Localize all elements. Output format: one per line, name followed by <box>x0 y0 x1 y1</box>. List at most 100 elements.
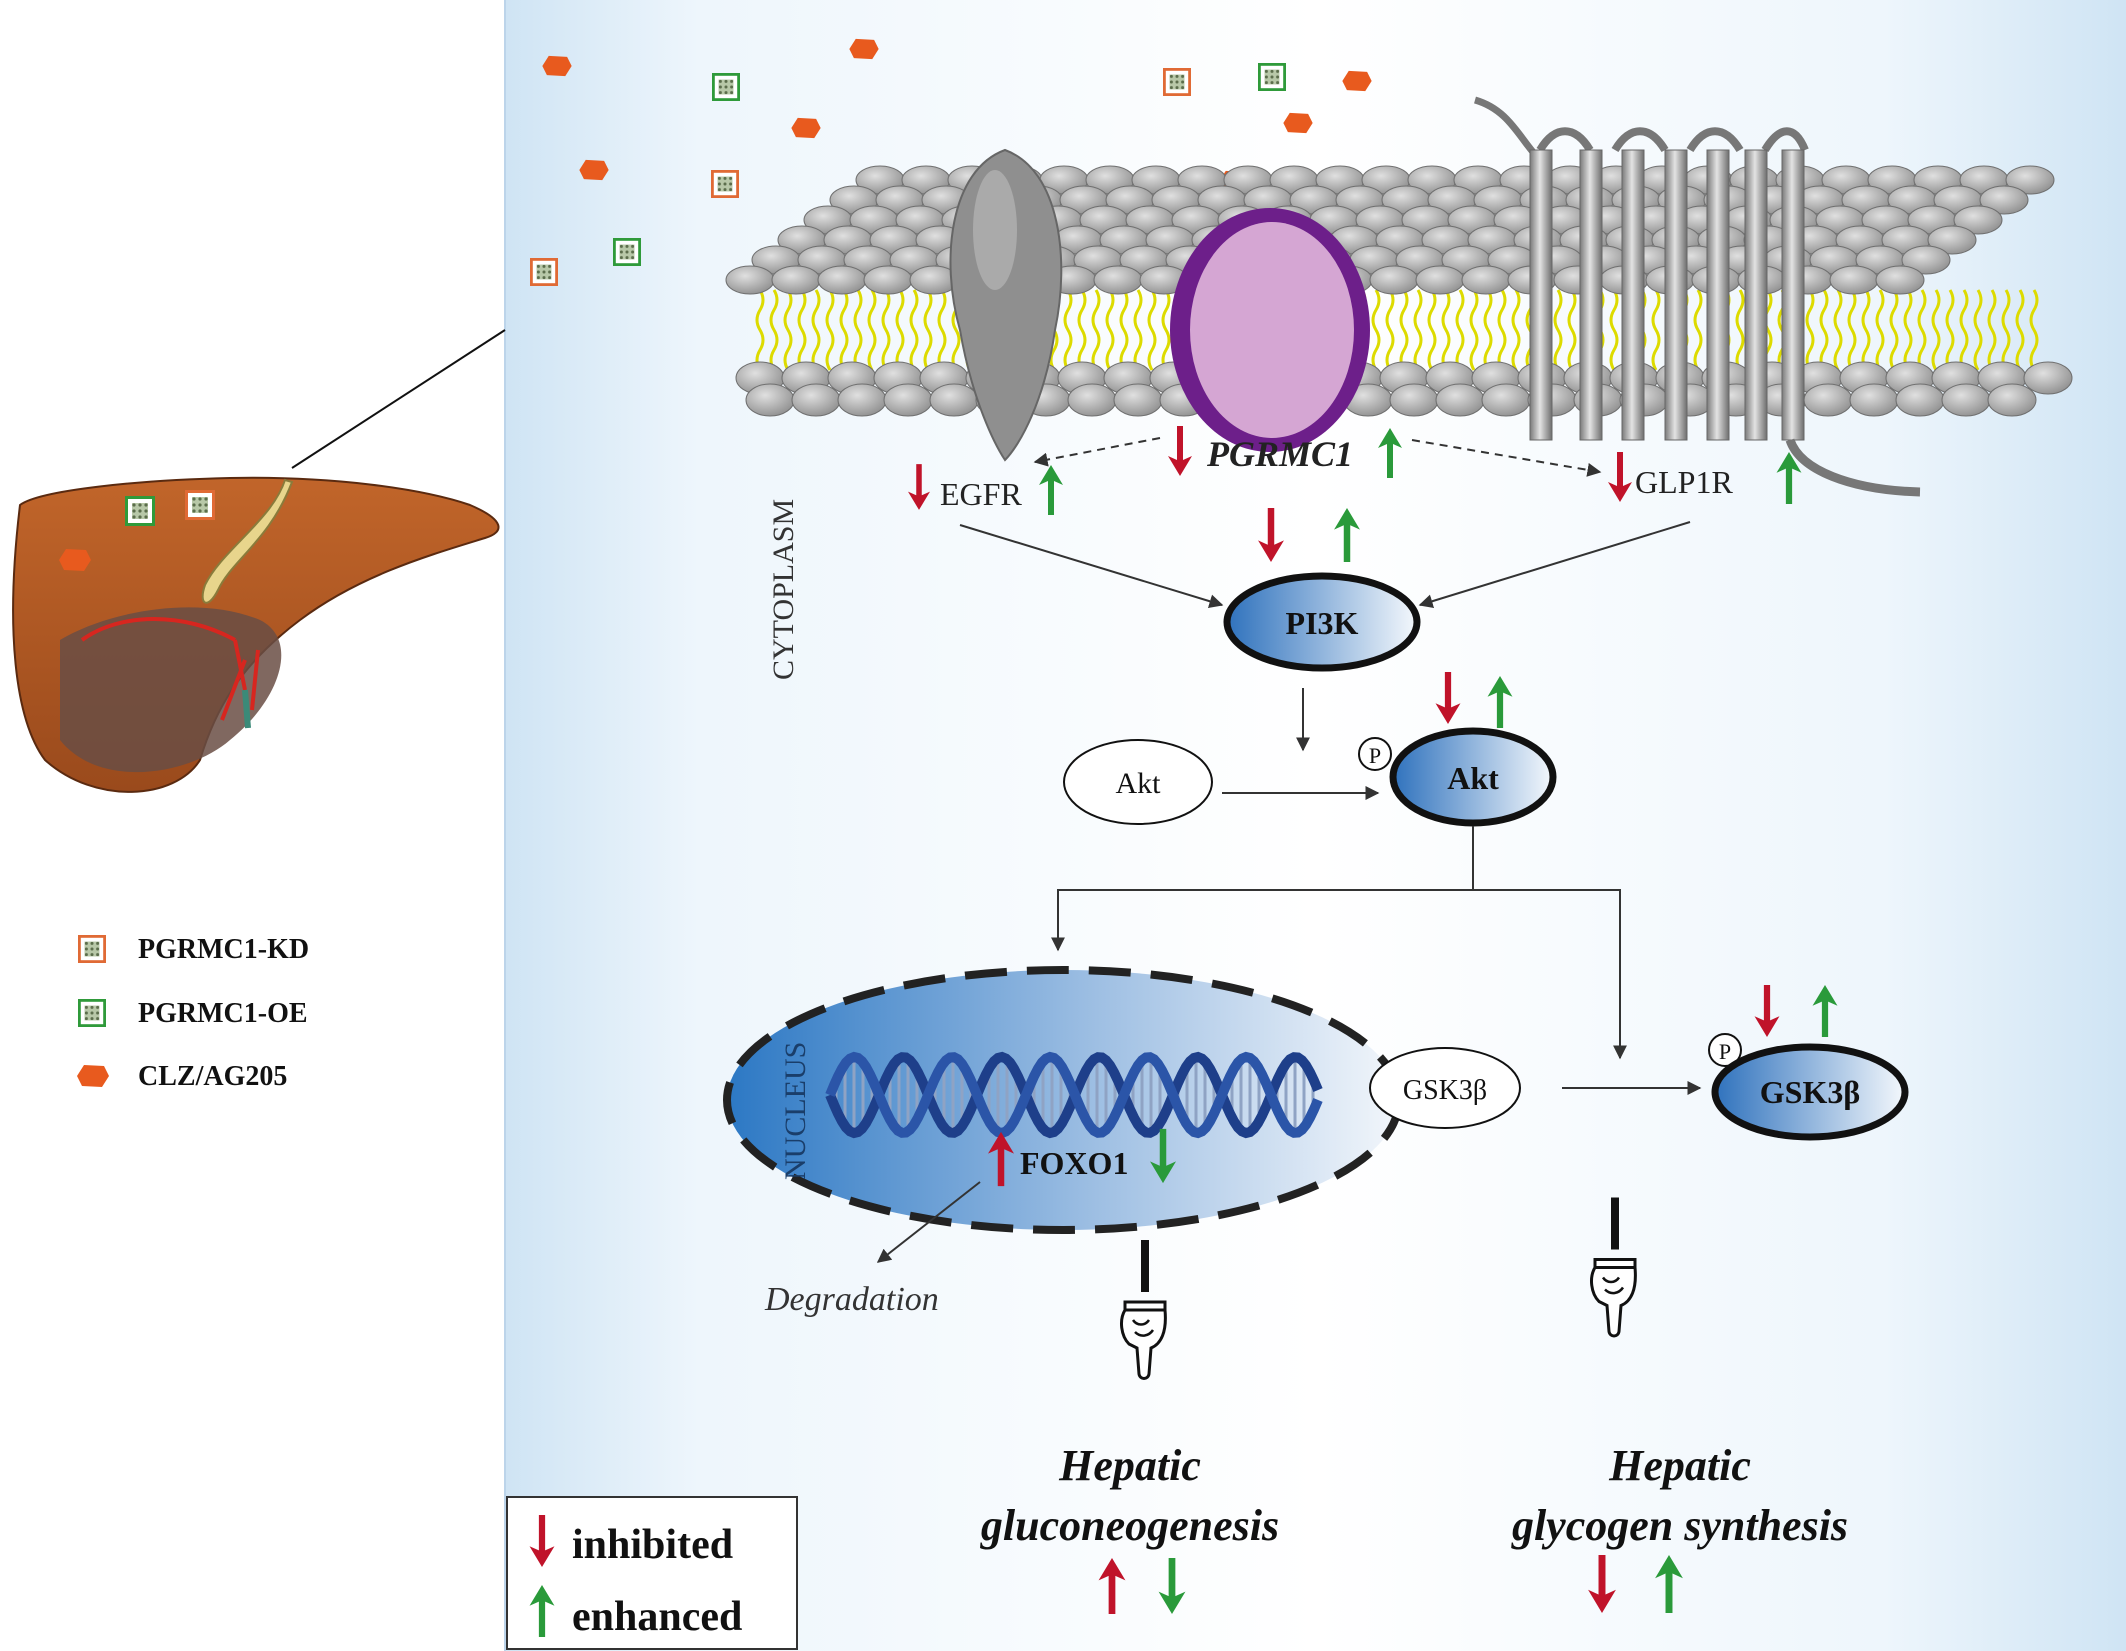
lipid-tail <box>1973 289 1983 371</box>
gsk3b-active-node <box>1711 1043 1909 1141</box>
lipid-tail <box>769 289 779 371</box>
dna-strand <box>825 1051 1323 1139</box>
egfr-label: EGFR <box>940 476 1022 512</box>
lipid-head <box>725 265 775 295</box>
lipid-tail <box>1847 289 1857 371</box>
gsk3b-phospho-badge <box>1708 1033 1742 1067</box>
lipid-tail <box>1385 289 1395 371</box>
kd-molecule <box>711 170 739 198</box>
lipid-head <box>2023 361 2073 395</box>
lipid-head <box>1461 265 1511 295</box>
lipid-tail <box>1651 289 1661 371</box>
lipid-tail <box>1889 289 1899 371</box>
arrow-legend: inhibited enhanced <box>506 1496 798 1650</box>
glp1r-loops <box>1536 127 1809 153</box>
nucleus-label: NUCLEUS <box>779 1042 812 1180</box>
gsk3b-phospho-label: P <box>1719 1039 1731 1064</box>
lipid-tail <box>1693 289 1703 371</box>
pi3k-label: PI3K <box>1286 605 1359 641</box>
lipid-head <box>1829 265 1879 295</box>
lipid-tail <box>825 289 835 371</box>
egfr-receptor-highlight <box>973 170 1017 290</box>
lipid-tail <box>1063 289 1073 371</box>
lipid-tail <box>1091 289 1101 371</box>
lipid-head <box>1481 383 1531 417</box>
outcome-left-title-line2: gluconeogenesis <box>980 1501 1279 1550</box>
pgrmc1-to-glp1r-dashed-arrow <box>1411 439 1602 477</box>
lipid-tail <box>1931 289 1941 371</box>
lipid-tail <box>839 289 849 371</box>
lipid-tail <box>1959 289 1969 371</box>
lipid-tail <box>755 289 765 371</box>
lipid-tail <box>811 289 821 371</box>
lipid-head <box>1941 383 1991 417</box>
glp1r-helix <box>1579 149 1603 441</box>
liver-oe-marker <box>125 496 155 526</box>
lipid-tail <box>1399 289 1409 371</box>
lipid-head <box>1067 383 1117 417</box>
compound-legend: PGRMC1-KD PGRMC1-OE CLZ/AG205 <box>77 934 309 1092</box>
lipid-tail <box>923 289 933 371</box>
glp1r-helix <box>1744 149 1768 441</box>
liver-vessels <box>80 617 260 721</box>
lipid-tail <box>1805 289 1815 371</box>
glp1r-helix <box>1706 149 1730 441</box>
lipid-tail <box>1469 289 1479 371</box>
foxo1-label: FOXO1 <box>1020 1145 1128 1181</box>
pgrmc1-protein <box>1190 222 1354 438</box>
lipid-head <box>1435 383 1485 417</box>
oe-molecule <box>712 73 740 101</box>
lipid-tail <box>1903 289 1913 371</box>
akt-active-label: Akt <box>1447 760 1499 796</box>
lipid-tail <box>1105 289 1115 371</box>
lipid-head <box>817 265 867 295</box>
glp1r-helix <box>1781 149 1805 441</box>
lipid-heads-bottom <box>735 361 2073 417</box>
egfr-to-pi3k-arrow <box>959 524 1224 609</box>
lipid-tail <box>1441 289 1451 371</box>
lipid-head <box>1875 265 1925 295</box>
glp1r-helix <box>1621 149 1645 441</box>
outcome-right-title-line1: Hepatic <box>1608 1441 1751 1490</box>
lipid-head <box>1927 225 1977 255</box>
lipid-tail <box>1427 289 1437 371</box>
lipid-head <box>863 265 913 295</box>
lipid-tail <box>2029 289 2039 371</box>
legend-enhanced-label: enhanced <box>572 1594 742 1640</box>
legend-kd-symbol <box>78 935 106 963</box>
lipid-head <box>1113 383 1163 417</box>
arrow-legend-box <box>506 1496 798 1650</box>
lipid-head <box>837 383 887 417</box>
zoom-line <box>291 329 506 469</box>
lipid-tail <box>895 289 905 371</box>
lipid-tail <box>937 289 947 371</box>
akt-active-node <box>1389 727 1557 827</box>
pgrmc1-to-egfr-dashed-arrow <box>1033 437 1161 467</box>
lipid-head <box>1953 205 2003 235</box>
lipid-head <box>791 383 841 417</box>
lipid-head <box>1415 265 1465 295</box>
legend-inhibited-label: inhibited <box>572 1522 733 1568</box>
liver-illustration <box>12 329 506 793</box>
lipid-tail <box>1483 289 1493 371</box>
lipid-head <box>1803 383 1853 417</box>
lipid-heads-top <box>725 165 2055 295</box>
akt-inactive-node <box>1063 739 1213 825</box>
lipid-tail <box>1567 289 1577 371</box>
akt-phospho-label: P <box>1369 743 1381 768</box>
lipid-head <box>2005 165 2055 195</box>
glp1r-helix <box>1529 149 1553 441</box>
lipid-tail <box>2015 289 2025 371</box>
cell-membrane <box>725 96 2073 497</box>
lipid-head <box>1369 265 1419 295</box>
outcome-left-title-line1: Hepatic <box>1058 1441 1201 1490</box>
legend-oe-label: PGRMC1-OE <box>138 998 308 1029</box>
lipid-tail <box>1413 289 1423 371</box>
akt-to-gsk3b-line <box>1473 889 1627 1060</box>
glp1r-to-pi3k-arrow <box>1418 521 1691 608</box>
liver-shadow <box>60 607 282 773</box>
foxo1-degradation-arrow <box>876 1181 981 1263</box>
lipid-head <box>1987 383 2037 417</box>
liver-kd-marker <box>185 490 215 520</box>
pgrmc1-label: PGRMC1 <box>1206 434 1353 474</box>
